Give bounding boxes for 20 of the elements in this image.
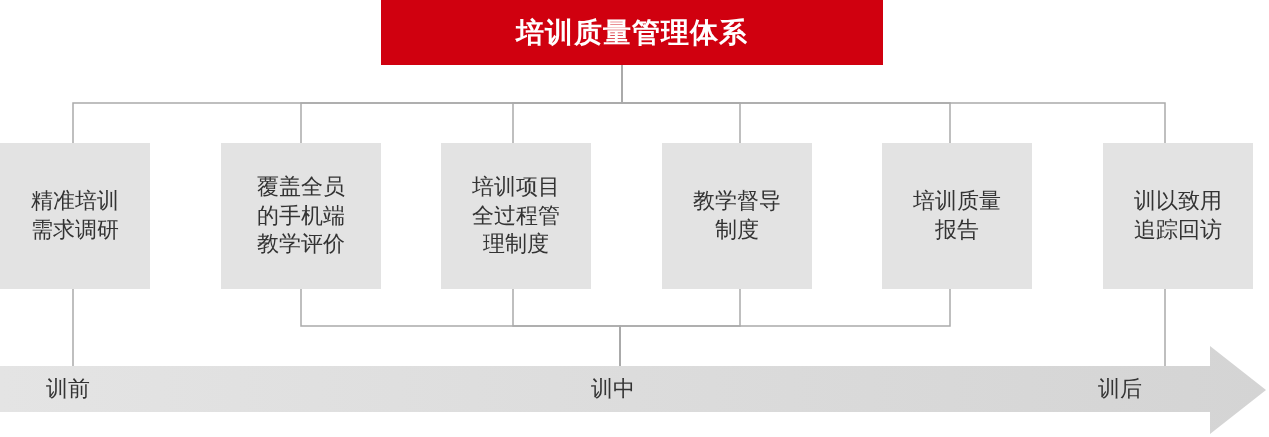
process-box: [221, 143, 381, 289]
timeline-arrow: [0, 346, 1266, 434]
process-box: [882, 143, 1032, 289]
box-text: 训以致用追踪回访: [1133, 187, 1223, 244]
box-text: 培训项目全过程管理制度: [471, 173, 561, 259]
title-text: 培训质量管理体系: [516, 15, 748, 50]
box-text: 教学督导制度: [692, 187, 782, 244]
phase-label: 训前: [46, 375, 90, 403]
box-text: 覆盖全员的手机端教学评价: [256, 173, 346, 259]
process-box: [662, 143, 812, 289]
process-box: [1103, 143, 1253, 289]
box-text: 培训质量报告: [912, 187, 1002, 244]
connector-line: [72, 288, 74, 367]
process-box: [441, 143, 591, 289]
phase-label: 训中: [591, 375, 635, 403]
phase-label: 训后: [1098, 375, 1142, 403]
process-box: [0, 143, 150, 289]
title-banner: [381, 0, 883, 65]
connector-line: [1164, 288, 1166, 367]
box-text: 精准培训需求调研: [30, 187, 120, 244]
